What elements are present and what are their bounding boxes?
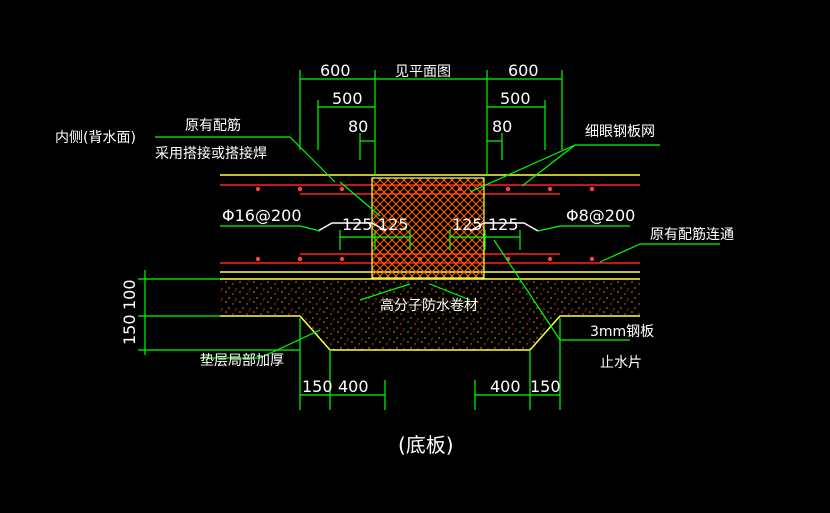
top-dimensions <box>299 70 563 175</box>
cushion-layer <box>220 278 640 351</box>
wire-mesh-label: 细眼钢板网 <box>585 124 655 140</box>
caption-label: (底板) <box>398 433 454 457</box>
dim-500-right: 500 <box>500 89 531 108</box>
dim-80-right: 80 <box>492 117 512 136</box>
leader-lines <box>155 136 720 359</box>
bottom-dimensions <box>299 318 561 410</box>
annotation-labels: 内侧(背水面) 原有配筋 采用搭接或搭接焊 细眼钢板网 Φ16@200 Φ8@2… <box>55 117 734 457</box>
steel-plate-label: 3mm钢板 <box>590 324 654 340</box>
dim-400-bottom-left: 400 <box>338 377 369 396</box>
dim-125-a: 125 <box>342 215 373 234</box>
cushion-thicken-label: 垫层局部加厚 <box>200 353 284 369</box>
dimension-text: 600 600 见平面图 500 500 80 80 125 125 125 1… <box>120 61 561 396</box>
lap-weld-label: 采用搭接或搭接焊 <box>155 145 267 162</box>
dim-400-bottom-right: 400 <box>490 377 521 396</box>
dim-125-c: 125 <box>452 215 483 234</box>
dim-150-bottom-left: 150 <box>302 377 333 396</box>
mid-dimensions <box>339 230 521 250</box>
dim-125-d: 125 <box>488 215 519 234</box>
dim-600-left: 600 <box>320 61 351 80</box>
dim-600-right: 600 <box>508 61 539 80</box>
dim-80-left: 80 <box>348 117 368 136</box>
polymer-membrane-label: 高分子防水卷材 <box>380 297 478 314</box>
dim-500-left: 500 <box>332 89 363 108</box>
hatched-joint-zone <box>371 177 485 279</box>
existing-rebar-label: 原有配筋 <box>185 117 241 134</box>
phi8-label: Φ8@200 <box>566 206 635 225</box>
dim-125-b: 125 <box>378 215 409 234</box>
phi16-label: Φ16@200 <box>222 206 302 225</box>
dim-100-left: 100 <box>120 279 139 310</box>
waterstop-label: 止水片 <box>600 355 642 371</box>
dim-150-bottom-right: 150 <box>530 377 561 396</box>
bent-rebar <box>317 222 539 232</box>
left-dimensions <box>138 270 300 355</box>
inner-side-label: 内侧(背水面) <box>55 130 136 146</box>
see-plan-label: 见平面图 <box>395 64 451 80</box>
existing-rebar-continuous-label: 原有配筋连通 <box>650 226 734 243</box>
dim-150-left: 150 <box>120 314 139 345</box>
